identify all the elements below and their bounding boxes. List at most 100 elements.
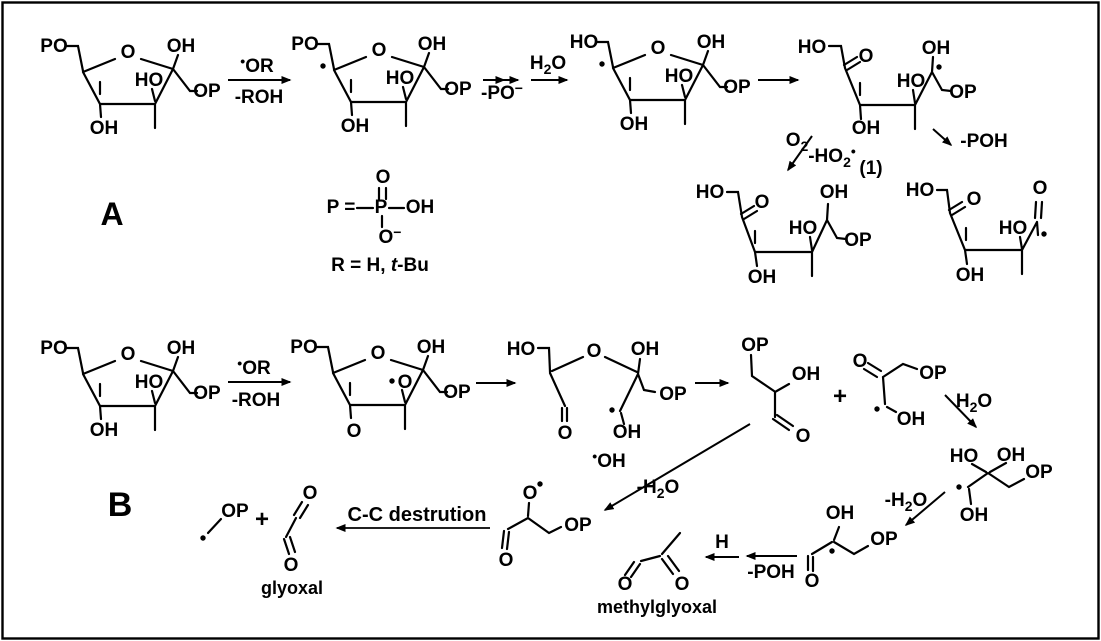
b4-aldehyde-double-bond — [771, 413, 795, 432]
arrow-minus-poh-label: -POH — [747, 562, 795, 583]
a1-po: PO — [40, 36, 67, 57]
legend-r: R = H, t-Bu — [331, 255, 429, 276]
b1-op: OP — [193, 383, 221, 404]
a5-ho: HO — [696, 182, 725, 203]
branch-ho2-label: -HO2• — [808, 143, 856, 170]
structure-b7-radical — [806, 525, 870, 573]
branch-poh-label: -POH — [960, 131, 1008, 152]
a2-op: OP — [444, 79, 472, 100]
structure-a4-open-chain — [827, 44, 953, 131]
a2-oh-bottom: OH — [341, 116, 370, 137]
a5-carbonyl-o: O — [755, 192, 770, 213]
arrow-h2o-label: H2O — [956, 391, 992, 415]
methylglyoxal-double-bonds — [623, 554, 681, 579]
b3-aldehyde-double-bond — [560, 406, 569, 423]
legend-p-atom: P — [375, 197, 388, 218]
a1-ho-mid: HO — [135, 70, 164, 91]
a2-oh-top: OH — [418, 34, 447, 55]
a3-ring-o: O — [651, 38, 666, 59]
legend-phosphate-structure — [355, 186, 406, 229]
arrow-poh-branch — [932, 128, 953, 146]
a4-op: OP — [949, 82, 977, 103]
a2-ring-o: O — [372, 40, 387, 61]
legend-p-o-minus: O− — [379, 224, 402, 248]
b2-po: PO — [290, 337, 317, 358]
a2-c4-radical — [320, 63, 326, 69]
arrow-h2o-addition — [944, 394, 978, 429]
a3-ho-mid: HO — [665, 66, 694, 87]
b7-op: OP — [870, 529, 898, 550]
legend-p-o-top: O — [376, 167, 391, 188]
b6-c-radical — [956, 484, 962, 490]
b4-aldehyde-o: O — [796, 426, 811, 447]
b8-aldehyde-double-bond — [500, 529, 511, 551]
methylglyoxal-o-left: O — [618, 574, 633, 595]
arrow-minus-h2o2-label: -H2O — [637, 477, 680, 501]
a3-oh-top: OH — [697, 32, 726, 53]
fragment-radical — [200, 535, 206, 541]
arrow-minus-h2o-b6 — [904, 491, 946, 526]
a1-op: OP — [193, 81, 221, 102]
structure-glyoxal — [282, 500, 310, 556]
b8-aldehyde-o: O — [499, 550, 514, 571]
a5-op: OP — [844, 230, 872, 251]
a5-ho-mid: HO — [789, 218, 818, 239]
b5-op: OP — [919, 363, 947, 384]
a4-carbonyl-double-bond — [842, 55, 862, 72]
b1-ring-o: O — [121, 344, 136, 365]
structure-b8-alkoxyl-radical — [500, 501, 563, 551]
legend-p-equals: P = — [327, 197, 356, 218]
a2-ho-mid: HO — [386, 68, 415, 89]
a6-ho-mid: HO — [999, 218, 1028, 239]
b7-oh: OH — [826, 503, 855, 524]
plus-sign-glyoxal: + — [255, 506, 269, 533]
b5-oh: OH — [897, 409, 926, 430]
b3-aldehyde-o: O — [558, 423, 573, 444]
b2-o-mid: O — [398, 372, 413, 393]
cc-destruction-label: C-C destrution — [348, 504, 487, 526]
a4-oh-bottom: OH — [852, 118, 881, 139]
glyoxal-o-bottom: O — [284, 555, 299, 576]
b1-oh-top: OH — [167, 338, 196, 359]
structure-methylglyoxal — [623, 531, 682, 579]
structure-b5-radical-fragment — [862, 361, 919, 414]
b2-oh-top: OH — [417, 337, 446, 358]
radical-dots-layer — [200, 61, 1047, 554]
b8-op: OP — [564, 515, 592, 536]
b1-oh-bottom: OH — [90, 420, 119, 441]
arrow-a1-label-bottom: -ROH — [235, 87, 284, 108]
structure-b4-glyceraldehyde-phosphate — [749, 353, 795, 432]
arrow-oh-minus-h2o — [603, 423, 751, 511]
a4-c1-radical — [936, 64, 942, 70]
panel-b-label: B — [108, 486, 133, 524]
plus-sign-b: + — [833, 383, 847, 410]
a5-oh-top: OH — [820, 182, 849, 203]
b8-o-radical: O — [523, 483, 538, 504]
a1-ring-o: O — [121, 42, 136, 63]
b4-oh: OH — [792, 364, 821, 385]
b2-o-radical-dot — [389, 378, 395, 384]
a6-carbonyl-o-right: O — [1033, 178, 1048, 199]
structure-b6-hydrate-radical — [966, 461, 1026, 506]
arrow-a2-label: -PO− — [481, 80, 523, 104]
a4-ho-mid: HO — [897, 71, 926, 92]
b3-c-radical — [609, 407, 615, 413]
methylglyoxal-name: methylglyoxal — [597, 597, 717, 617]
b7-c-radical — [829, 548, 835, 554]
b3-op: OP — [659, 384, 687, 405]
b5-carbonyl-double-bond — [862, 361, 883, 379]
b1-ho-mid: HO — [135, 372, 164, 393]
b6-op: OP — [1025, 462, 1053, 483]
b6-ho: HO — [950, 446, 979, 467]
methylglyoxal-o-right: O — [675, 574, 690, 595]
b4-op: OP — [741, 335, 769, 356]
b7-aldehyde-double-bond — [806, 554, 815, 573]
b3-ho: HO — [507, 339, 536, 360]
legend-p-oh: OH — [406, 197, 435, 218]
b2-ring-o: O — [371, 343, 386, 364]
a6-ho: HO — [906, 180, 935, 201]
a4-carbonyl-o: O — [859, 46, 874, 67]
